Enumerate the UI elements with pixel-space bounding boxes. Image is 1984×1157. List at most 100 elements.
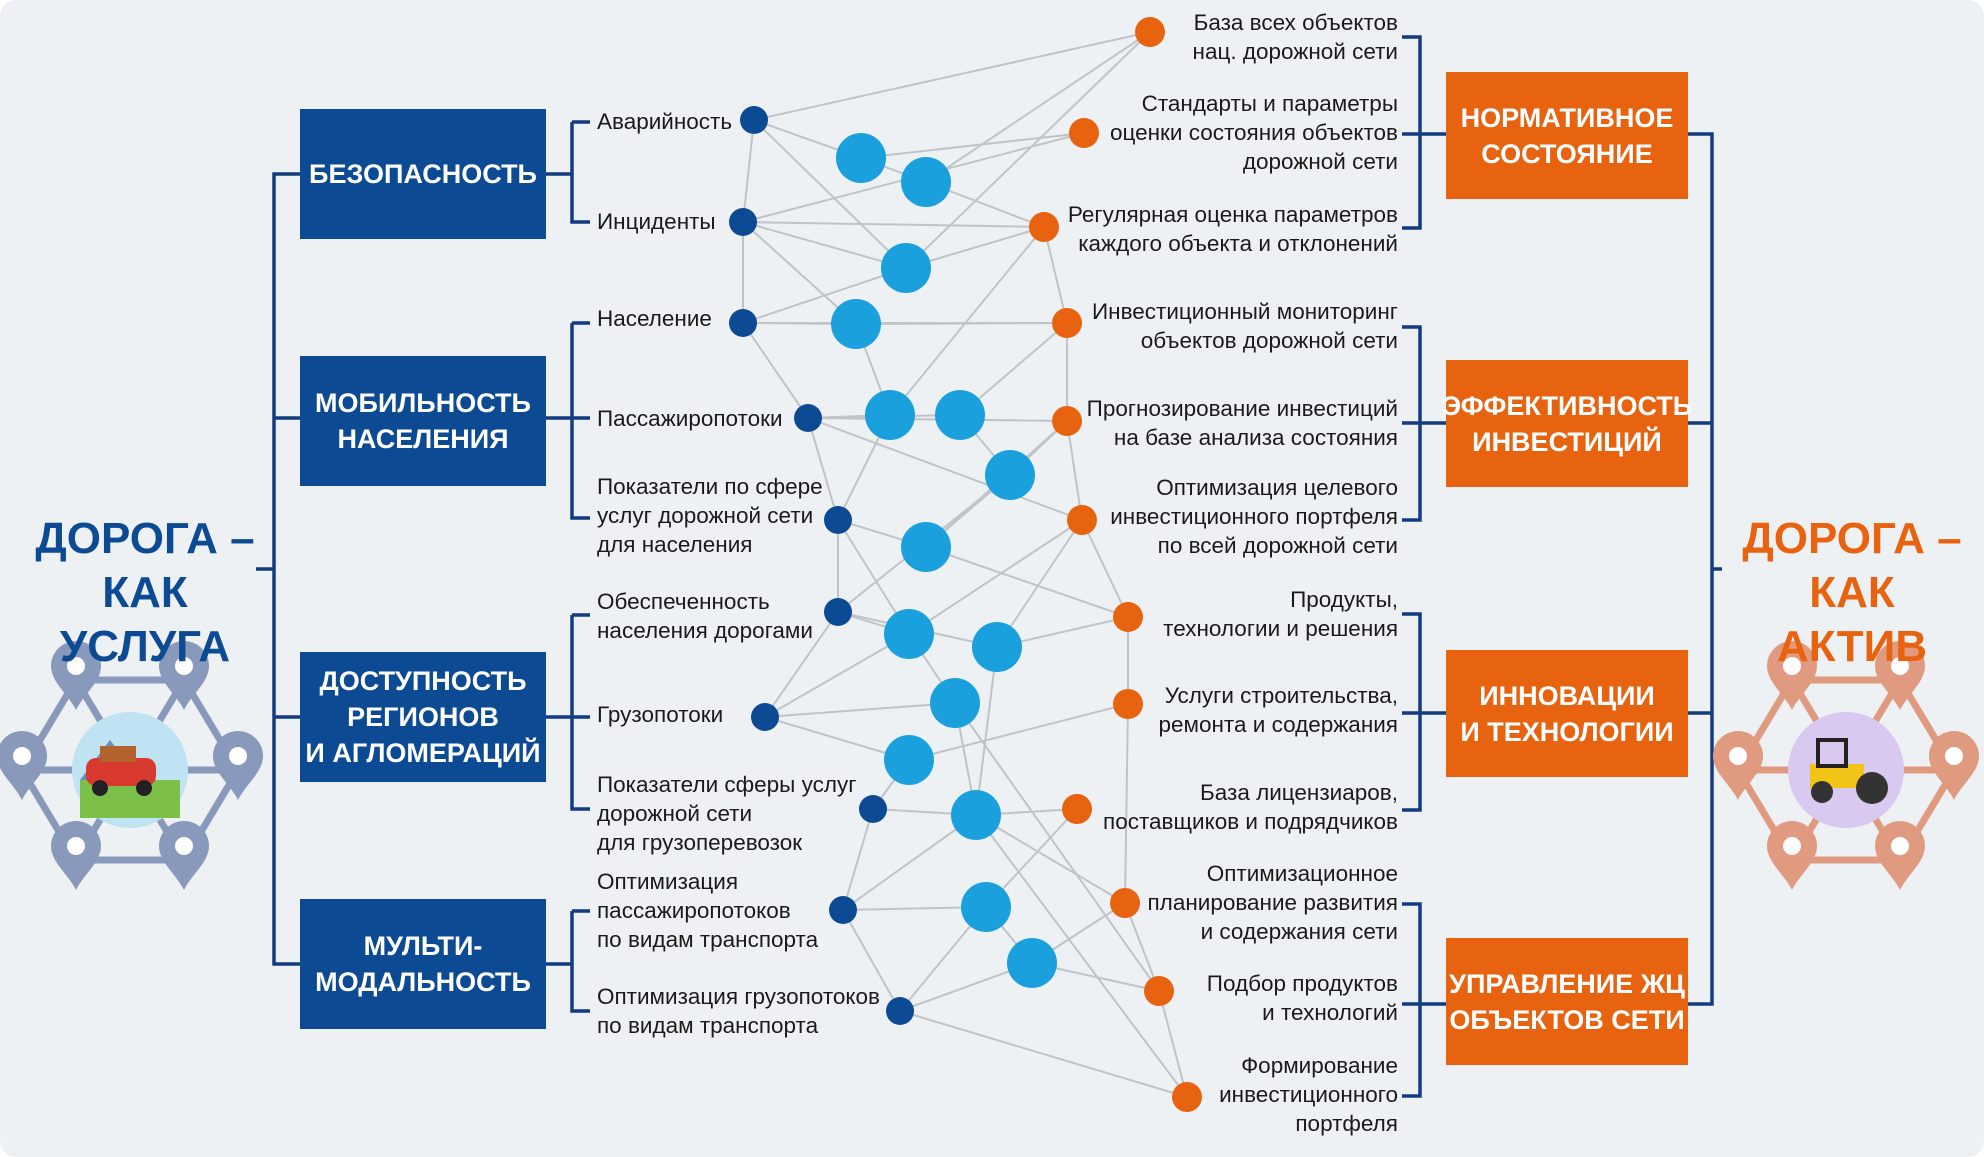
right-item-node <box>1052 308 1082 338</box>
middle-node <box>881 243 931 293</box>
bracket-accessibility <box>546 613 590 811</box>
network-edge <box>925 31 1151 183</box>
network-edge <box>842 814 977 911</box>
car-body <box>86 758 156 786</box>
bracket-multimodality <box>546 909 590 1013</box>
network-edge <box>742 119 755 223</box>
location-pin-icon <box>1875 821 1925 890</box>
network-edge <box>889 226 1045 416</box>
category-accessibility: ДОСТУПНОСТЬ РЕГИОНОВ И АГЛОМЕРАЦИЙ <box>300 652 546 782</box>
bracket-safety <box>546 120 590 224</box>
network-nodes <box>729 17 1202 1112</box>
location-pin-icon-hole <box>1729 747 1747 765</box>
category-normative-state: НОРМАТИВНОЕ СОСТОЯНИЕ <box>1446 72 1688 199</box>
left-item-node <box>886 997 914 1025</box>
location-pin-icon-hole <box>175 837 193 855</box>
bracket-innovation <box>1402 612 1446 812</box>
network-edge <box>925 546 1129 618</box>
middle-node <box>836 133 886 183</box>
right-item-node <box>1062 794 1092 824</box>
item-population: Население <box>597 306 712 331</box>
roller-drum <box>1856 772 1888 804</box>
right-item-node <box>1113 689 1143 719</box>
car-in-location-network-icon <box>0 641 263 890</box>
network-edge <box>975 646 998 816</box>
item-accident-rate: Аварийность <box>597 109 733 134</box>
right-item-node <box>1029 212 1059 242</box>
network-edge <box>742 221 907 269</box>
item-passenger-optimization: Оптимизация пассажиропотоков по видам тр… <box>597 869 819 952</box>
item-freight-optimization: Оптимизация грузопотоков по видам трансп… <box>597 984 880 1038</box>
left-item-node <box>794 404 822 432</box>
roller-cab <box>1816 738 1848 768</box>
item-construction-services: Услуги строительства, ремонта и содержан… <box>1158 683 1399 737</box>
right-item-node <box>1113 602 1143 632</box>
location-pin-icon-hole <box>67 837 85 855</box>
location-pin-icon-hole <box>13 747 31 765</box>
network-edge <box>764 702 956 718</box>
network-edge <box>742 221 1045 228</box>
right-item-node <box>1110 888 1140 918</box>
middle-node <box>901 522 951 572</box>
item-freight-flows: Грузопотоки <box>597 702 724 727</box>
location-pin-icon <box>213 731 263 800</box>
network-edge <box>975 814 1188 1098</box>
left-item-node <box>740 106 768 134</box>
network-edge <box>753 31 1151 121</box>
location-pin-icon-hole <box>67 657 85 675</box>
network-edge <box>842 909 901 1012</box>
network-edge <box>807 417 839 521</box>
network-edge <box>753 119 907 269</box>
network-edge <box>1158 990 1188 1098</box>
middle-node <box>961 882 1011 932</box>
middle-node <box>951 790 1001 840</box>
location-pin-icon-hole <box>1891 837 1909 855</box>
right-item-node <box>1172 1082 1202 1112</box>
location-pin-icon-hole <box>1945 747 1963 765</box>
category-safety: БЕЗОПАСНОСТЬ <box>300 109 546 239</box>
category-mobility: МОБИЛЬНОСТЬ НАСЕЛЕНИЯ <box>300 356 546 486</box>
item-investment-monitoring: Инвестиционный мониторинг объектов дорож… <box>1091 299 1398 353</box>
category-innovation: ИННОВАЦИИ И ТЕХНОЛОГИИ <box>1446 650 1688 777</box>
left-item-node <box>859 795 887 823</box>
right-item-node <box>1069 118 1099 148</box>
network-edge <box>908 703 1129 761</box>
bracket-normative <box>1402 35 1446 230</box>
right-item-node <box>1067 505 1097 535</box>
item-passenger-flows: Пассажиропотоки <box>597 406 783 431</box>
roller-wheel <box>1811 781 1833 803</box>
location-pin-icon <box>51 821 101 890</box>
left-item-node <box>729 208 757 236</box>
location-pin-icon <box>1929 731 1979 800</box>
location-pin-icon-hole <box>1783 837 1801 855</box>
bracket-lifecycle <box>1402 902 1446 1098</box>
network-edge <box>742 322 809 419</box>
item-portfolio-formation: Формирование инвестиционного портфеля <box>1219 1053 1398 1136</box>
right-item-node <box>1052 406 1082 436</box>
network-edge <box>908 519 1083 635</box>
network-edge <box>764 633 910 718</box>
network-edge <box>975 814 1126 904</box>
item-incidents: Инциденты <box>597 209 716 234</box>
item-assessment-standards: Стандарты и параметры оценки состояния о… <box>1109 91 1398 174</box>
network-edge <box>996 519 1083 648</box>
network-edge <box>954 702 1160 992</box>
item-licensors-base: База лицензиаров, поставщиков и подрядчи… <box>1103 780 1398 834</box>
item-freight-service-indicators: Показатели сферы услуг дорожной сети для… <box>597 772 857 855</box>
item-population-service-indicators: Показатели по сфере услуг дорожной сети … <box>597 474 823 557</box>
location-pin-icon <box>51 641 101 710</box>
location-pin-icon <box>159 641 209 710</box>
left-item-node <box>824 598 852 626</box>
network-edge <box>764 716 910 761</box>
middle-node <box>884 735 934 785</box>
network-edge <box>860 132 1085 159</box>
road-roller-in-location-network-icon <box>1713 641 1979 890</box>
network-edge <box>1043 226 1068 324</box>
right-main-bracket <box>1688 132 1722 1006</box>
network-edge <box>742 267 907 324</box>
right-item-node <box>1135 17 1165 47</box>
item-road-provision: Обеспеченность населения дорогами <box>597 589 813 643</box>
item-investment-forecasting: Прогнозирование инвестиций на базе анали… <box>1086 396 1398 450</box>
item-all-objects-base: База всех объектов нац. дорожной сети <box>1192 10 1398 64</box>
